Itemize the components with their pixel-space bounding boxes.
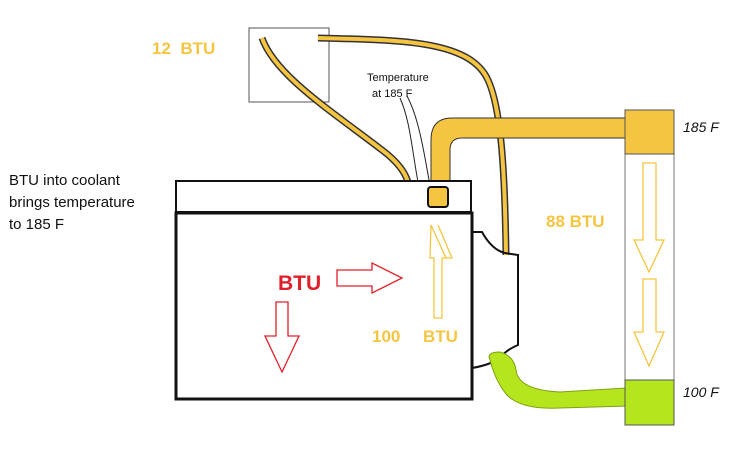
temp-sensor-lead-2: [406, 95, 431, 186]
radiator-flow-arrow-lower: [633, 278, 665, 368]
heat-arrow-right: [336, 261, 404, 295]
coolant-note-line1: BTU into coolant: [9, 172, 121, 189]
upper-radiator-hose: [430, 117, 629, 186]
water-pump-outline: [471, 231, 519, 369]
heater-btu-label: 12 BTU: [152, 39, 215, 58]
temp-sensor-lead: [399, 97, 419, 183]
radiator-top-temp-label: 185 F: [683, 119, 720, 135]
temp-label-line1: Temperature: [367, 72, 429, 84]
temp-label-line2: at 185 F: [372, 88, 413, 100]
radiator-top-tank: [624, 109, 675, 155]
coolant-heat-arrow-up: [429, 224, 453, 319]
engine-block: [174, 211, 474, 401]
coolant-note-line2: brings temperature: [9, 194, 135, 211]
radiator-core: [624, 109, 675, 426]
radiator-bottom-tank: [624, 379, 675, 426]
engine-btu-label: BTU: [278, 272, 321, 295]
block-btu-number: 100: [372, 327, 400, 346]
radiator-flow-arrow-upper: [632, 162, 666, 274]
block-btu-unit: BTU: [423, 327, 458, 346]
lower-radiator-hose: [488, 351, 629, 409]
heat-arrow-down: [263, 301, 301, 374]
radiator-bottom-temp-label: 100 F: [683, 384, 720, 400]
engine-head: [175, 180, 472, 213]
thermostat: [427, 186, 449, 208]
radiator-btu-label: 88 BTU: [546, 212, 605, 231]
heater-hose-inlet: [258, 36, 412, 184]
heater-hose-outlet: [317, 34, 510, 256]
coolant-note-line3: to 185 F: [9, 216, 64, 233]
